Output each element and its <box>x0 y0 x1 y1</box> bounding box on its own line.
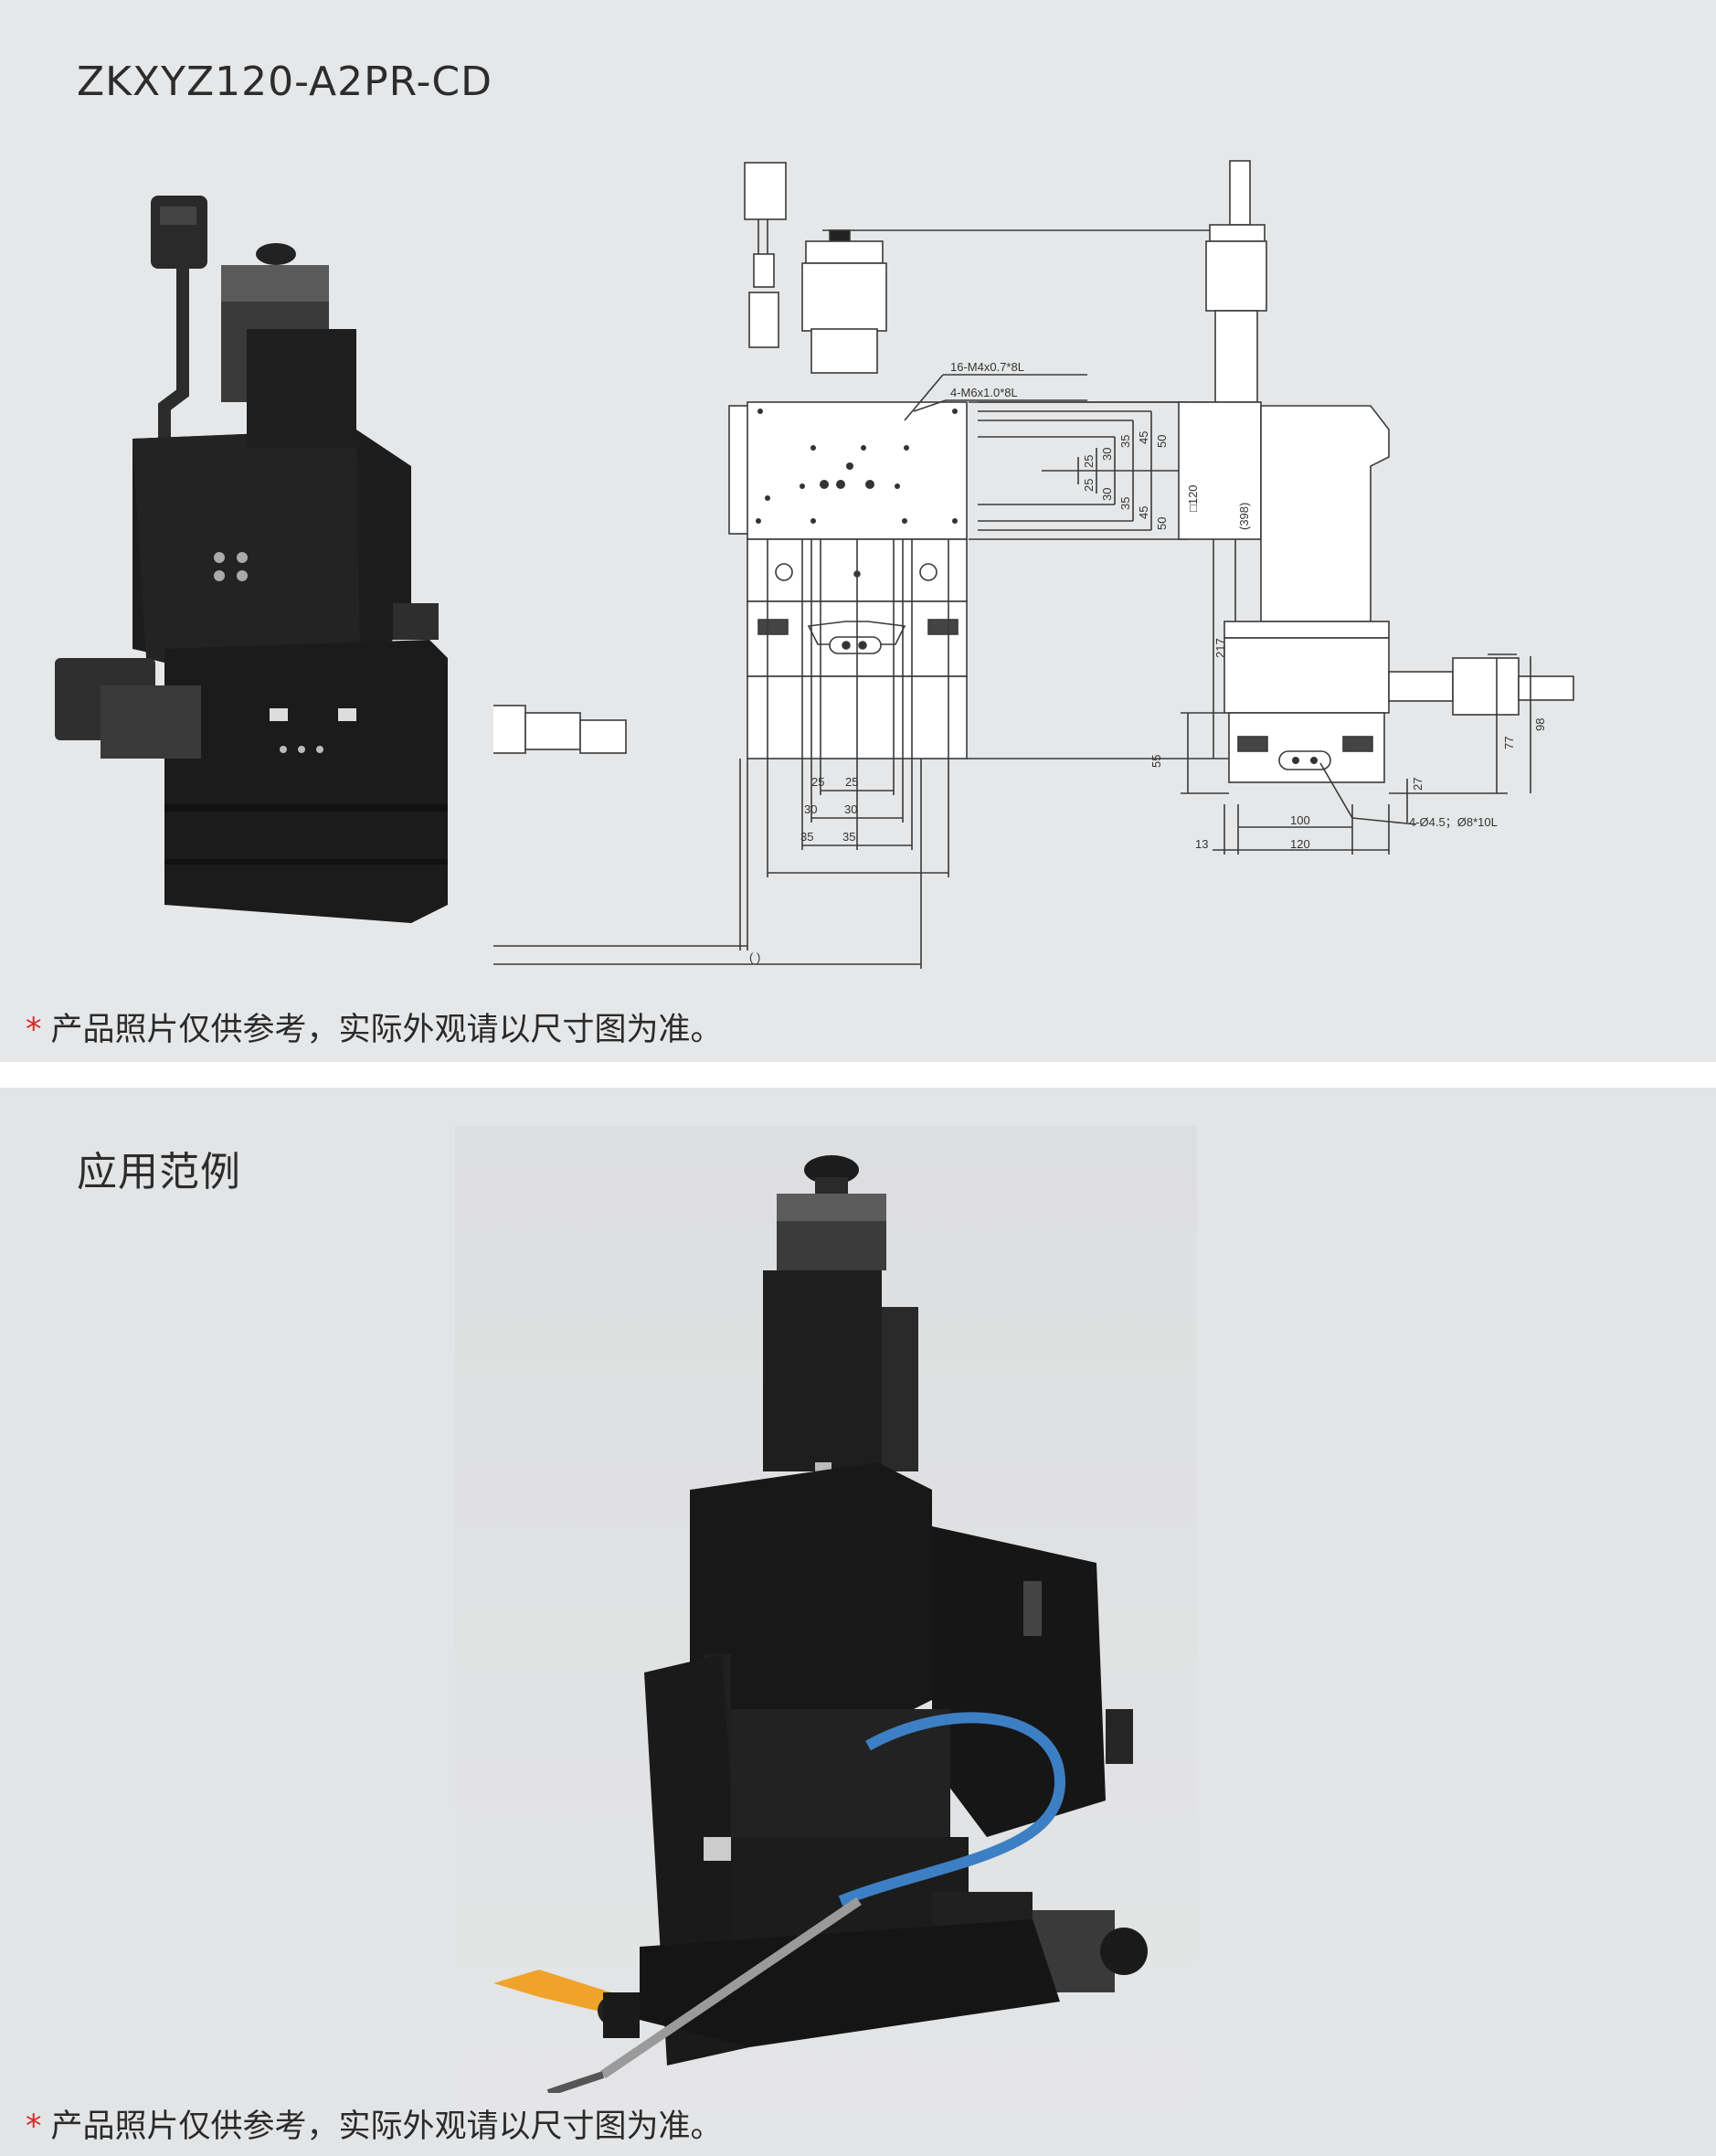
callout-mount-holes: 4-M6x1.0*8L <box>950 386 1018 399</box>
dim-100: 100 <box>1290 813 1310 827</box>
disclaimer-note: *产品照片仅供参考，实际外观请以尺寸图为准。 <box>26 1004 723 1050</box>
dim-77: 77 <box>1502 737 1516 749</box>
product-panel: ZKXYZ120-A2PR-CD <box>0 0 1716 1062</box>
application-disclaimer-text: 产品照片仅供参考，实际外观请以尺寸图为准。 <box>50 2108 723 2145</box>
disclaimer-text: 产品照片仅供参考，实际外观请以尺寸图为准。 <box>50 1012 723 1048</box>
dim-v-8: 45 <box>1137 506 1150 519</box>
dim-b-3: 30 <box>844 802 857 816</box>
dim-v-3: 30 <box>1100 448 1114 461</box>
asterisk-icon: * <box>26 1012 42 1048</box>
dim-b-1: 25 <box>845 775 858 789</box>
callout-counterbore: 4-Ø4.5；Ø8*10L <box>1409 815 1498 830</box>
dim-v-6: 30 <box>1100 488 1114 501</box>
dim-55: 55 <box>1149 755 1163 768</box>
callout-thread-holes: 16-M4x0.7*8L <box>950 360 1024 374</box>
dimension-drawing: 16-M4x0.7*8L 4-M6x1.0*8L 4-Ø4.5；Ø8*10L (… <box>493 160 1574 969</box>
dim-b-5: 35 <box>842 830 855 844</box>
dim-27: 27 <box>1411 778 1425 791</box>
dim-v-7: 35 <box>1118 497 1132 510</box>
dim-height-217: 217 <box>1213 638 1227 658</box>
application-title: 应用范例 <box>77 1149 241 1195</box>
product-title: ZKXYZ120-A2PR-CD <box>77 58 493 105</box>
application-disclaimer: *产品照片仅供参考，实际外观请以尺寸图为准。 <box>26 2100 723 2147</box>
application-photo <box>493 1155 1148 2093</box>
dim-b-0: 25 <box>811 775 824 789</box>
dim-v-4: 25 <box>1082 455 1096 468</box>
dim-v-2: 35 <box>1118 435 1132 448</box>
dim-total-height: (398) <box>1237 503 1251 530</box>
application-panel: 应用范例 <box>0 1088 1716 2156</box>
dim-square: □120 <box>1186 484 1200 512</box>
dim-13: 13 <box>1195 837 1208 851</box>
dim-overall: ( ) <box>749 951 760 964</box>
product-photo <box>55 196 448 923</box>
dim-120: 120 <box>1290 837 1310 851</box>
dim-v-5: 25 <box>1082 479 1096 492</box>
dim-b-2: 30 <box>804 802 817 816</box>
dim-v-1: 45 <box>1137 431 1150 444</box>
dim-b-4: 35 <box>800 830 813 844</box>
asterisk-icon: * <box>26 2108 42 2145</box>
dim-v-0: 50 <box>1155 435 1169 448</box>
dim-v-9: 50 <box>1155 517 1169 530</box>
dim-98: 98 <box>1533 718 1547 731</box>
